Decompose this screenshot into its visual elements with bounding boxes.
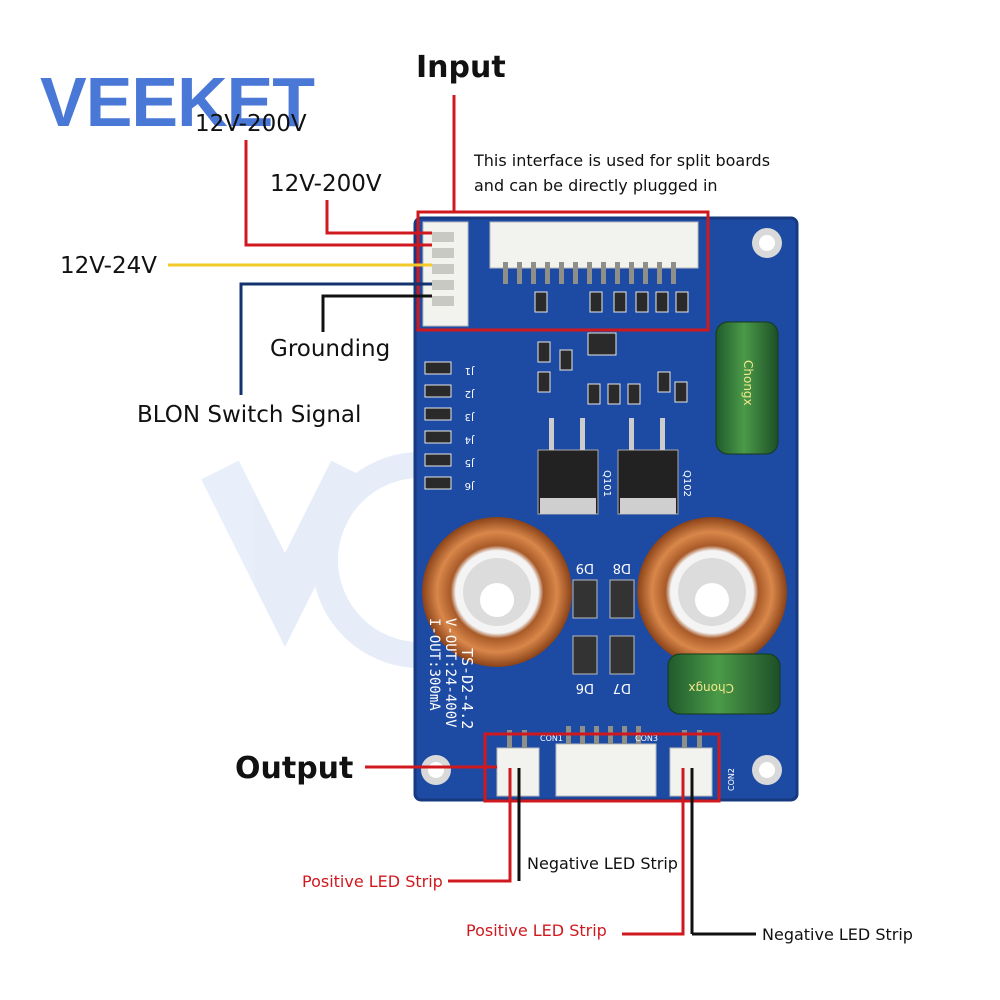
veeket-logo: VEEKET	[40, 63, 315, 141]
mosfet-q102	[617, 418, 679, 515]
positive-led-strip-label-2: Positive LED Strip	[466, 921, 607, 940]
diode-label-d8: D8	[613, 560, 631, 575]
transistor-label-q102: Q102	[681, 470, 692, 497]
transistor-labels: Q101 Q102	[601, 470, 692, 497]
jumper-label-j6: J6	[465, 480, 475, 491]
mounting-hole	[421, 755, 451, 785]
diode-label-d9: D9	[576, 560, 594, 575]
capacitor-brand-bottom: Chongx	[688, 681, 734, 695]
jumper-label-j5: J5	[465, 457, 475, 468]
line-positive-1	[448, 768, 512, 883]
split-board-connector	[489, 221, 699, 269]
line-blon	[239, 282, 432, 395]
electrolytic-capacitor-bottom	[667, 653, 781, 715]
diode-label-d7: D7	[613, 680, 631, 695]
line-negative-2	[690, 768, 756, 936]
diode-components	[572, 579, 635, 675]
blon-switch-signal-label: BLON Switch Signal	[137, 402, 362, 428]
leader-lines	[168, 95, 756, 936]
mounting-hole	[752, 228, 782, 258]
jumper-label-j2: J2	[465, 388, 475, 399]
jumper-label-j1: J1	[465, 365, 475, 376]
capacitor-labels: Chongx Chongx	[688, 360, 755, 695]
silkscreen-model: TS-D2-4.2	[458, 648, 476, 729]
mounting-hole	[752, 755, 782, 785]
smd-components	[424, 291, 689, 490]
output-connector-middle	[555, 743, 657, 797]
capacitor-brand-top: Chongx	[741, 360, 755, 406]
line-positive-2	[622, 768, 685, 936]
line-grounding	[321, 294, 432, 332]
line-12v-200v-b	[325, 200, 432, 235]
voltage-label-12v-24v: 12V-24V	[60, 253, 157, 279]
negative-led-strip-label-1: Negative LED Strip	[527, 854, 678, 873]
input-title: Input	[416, 50, 506, 85]
silkscreen-out-i: I-OUT:300mA	[426, 618, 442, 711]
connector-labels: CON1 CON3 CON2	[540, 734, 736, 791]
diode-label-d6: D6	[576, 680, 594, 695]
jumper-labels: J1 J2 J3 J4 J5 J6	[465, 365, 475, 491]
silkscreen-out-v: V-OUT:24-400V	[442, 618, 458, 728]
mosfet-q101	[537, 418, 599, 515]
interface-note-line1: This interface is used for split boards	[474, 151, 771, 170]
input-side-connector-pins	[432, 232, 454, 306]
line-12v-200v-a	[244, 140, 432, 247]
interface-note-line2: and can be directly plugged in	[474, 176, 718, 195]
voltage-label-12v-200v-a: 12V-200V	[195, 111, 307, 137]
inductor-coil-right	[637, 517, 787, 667]
led-driver-board: TS-D2-4.2 V-OUT:24-400V I-OUT:300mA D9 D…	[413, 216, 799, 802]
transistor-label-q101: Q101	[601, 470, 612, 497]
jumper-label-j4: J4	[465, 434, 475, 445]
diode-labels: D9 D8 D6 D7	[576, 560, 631, 695]
output-title: Output	[235, 751, 354, 786]
split-board-connector-pins	[503, 262, 676, 284]
input-highlight-box	[416, 210, 710, 332]
grounding-label: Grounding	[270, 336, 391, 362]
connector-label-con3: CON3	[635, 734, 658, 743]
voltage-label-12v-200v-b: 12V-200V	[270, 171, 382, 197]
electrolytic-capacitor-top	[715, 321, 779, 455]
connector-label-con1: CON1	[540, 734, 563, 743]
silkscreen-text-block: TS-D2-4.2 V-OUT:24-400V I-OUT:300mA	[426, 618, 476, 729]
negative-led-strip-label-2: Negative LED Strip	[762, 925, 913, 944]
positive-led-strip-label-1: Positive LED Strip	[302, 872, 443, 891]
connector-label-con2: CON2	[727, 768, 736, 791]
inductor-coil-left	[422, 517, 572, 667]
jumper-label-j3: J3	[465, 411, 475, 422]
